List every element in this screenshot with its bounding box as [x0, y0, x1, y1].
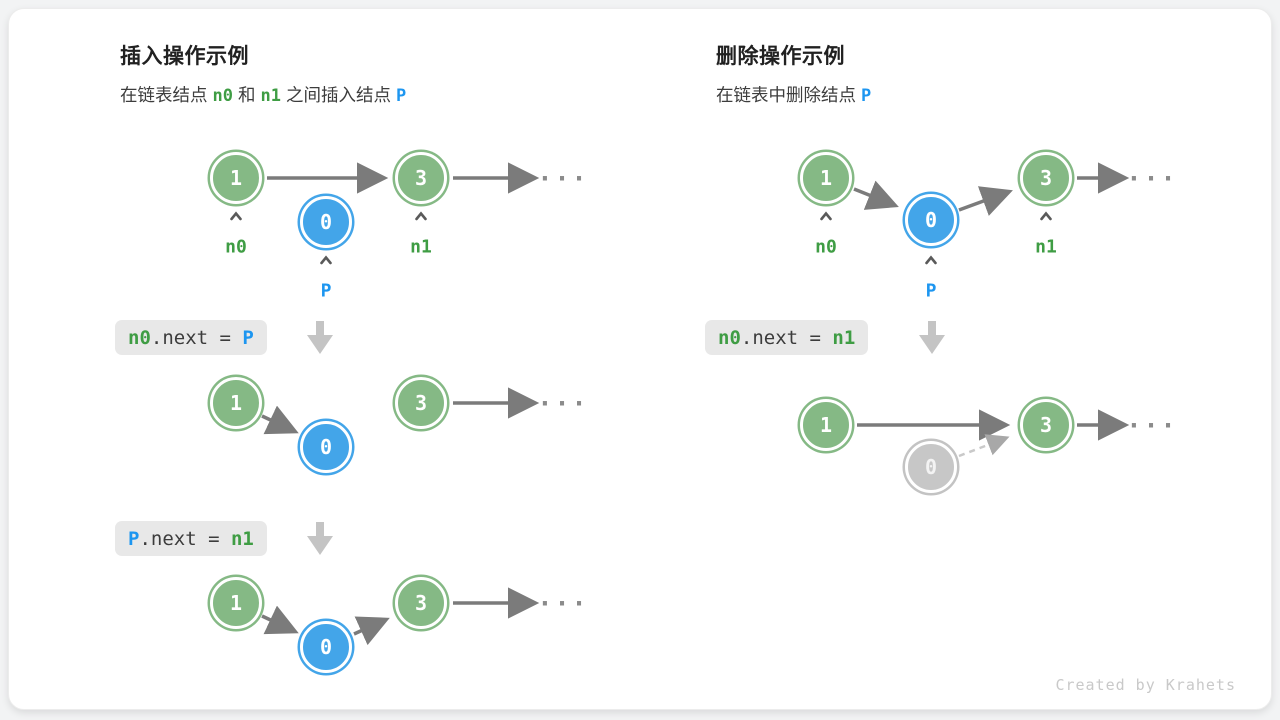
token-n0: n0	[212, 86, 233, 106]
list-node-1: 1	[800, 152, 852, 204]
token-p: P	[395, 86, 407, 106]
list-node-3: 3	[395, 152, 447, 204]
code-box-n0-next-p: n0.next = P	[115, 320, 267, 355]
code-lhs: n0	[718, 326, 741, 349]
list-node-0: 0	[905, 194, 957, 246]
node-label-n1: n1	[1035, 236, 1057, 258]
credit-text: Created by Krahets	[1055, 676, 1236, 694]
code-mid: .next =	[740, 326, 833, 349]
ellipsis: ...	[537, 157, 589, 187]
subtitle-text: 和	[237, 85, 256, 105]
caret-up-icon	[415, 211, 428, 221]
list-node-0: 0	[300, 196, 352, 248]
code-mid: .next =	[139, 527, 231, 550]
caret-up-icon	[230, 211, 243, 221]
insert-section-title: 插入操作示例	[120, 45, 249, 68]
list-node-3: 3	[395, 577, 447, 629]
delete-section-title: 删除操作示例	[716, 45, 845, 68]
list-node-3: 3	[1020, 152, 1072, 204]
ellipsis: ...	[1126, 404, 1178, 434]
node-label-n1: n1	[410, 236, 432, 258]
code-lhs: P	[128, 527, 140, 550]
subtitle-text: 在链表中删除结点	[716, 85, 856, 105]
list-node-1: 1	[210, 577, 262, 629]
node-label-n0: n0	[815, 236, 837, 258]
caret-up-icon	[1040, 211, 1053, 221]
ellipsis: ...	[537, 382, 589, 412]
caret-up-icon	[925, 255, 938, 265]
code-rhs: P	[242, 326, 254, 349]
code-mid: .next =	[150, 326, 243, 349]
subtitle-text: 在链表结点	[120, 85, 208, 105]
node-label-n0: n0	[225, 236, 247, 258]
node-label-p: P	[320, 280, 332, 302]
token-p: P	[861, 86, 872, 106]
code-box-p-next-n1: P.next = n1	[115, 521, 267, 556]
diagram-card	[8, 8, 1272, 710]
code-lhs: n0	[128, 326, 151, 349]
down-arrow-icon	[306, 522, 334, 556]
ellipsis: ...	[1126, 157, 1178, 187]
list-node-1: 1	[800, 399, 852, 451]
down-arrow-icon	[918, 321, 946, 355]
list-node-0-removed: 0	[905, 441, 957, 493]
list-node-1: 1	[210, 377, 262, 429]
node-label-p: P	[925, 280, 937, 302]
caret-up-icon	[820, 211, 833, 221]
list-node-1: 1	[210, 152, 262, 204]
list-node-0: 0	[300, 421, 352, 473]
list-node-3: 3	[395, 377, 447, 429]
code-box-n0-next-n1: n0.next = n1	[705, 320, 869, 355]
caret-up-icon	[320, 255, 333, 265]
subtitle-text: 之间插入结点	[285, 85, 391, 105]
token-n1: n1	[260, 86, 281, 106]
code-rhs: n1	[832, 326, 856, 349]
ellipsis: ...	[537, 582, 589, 612]
list-node-0: 0	[300, 621, 352, 673]
list-node-3: 3	[1020, 399, 1072, 451]
down-arrow-icon	[306, 321, 334, 355]
code-rhs: n1	[230, 527, 254, 550]
